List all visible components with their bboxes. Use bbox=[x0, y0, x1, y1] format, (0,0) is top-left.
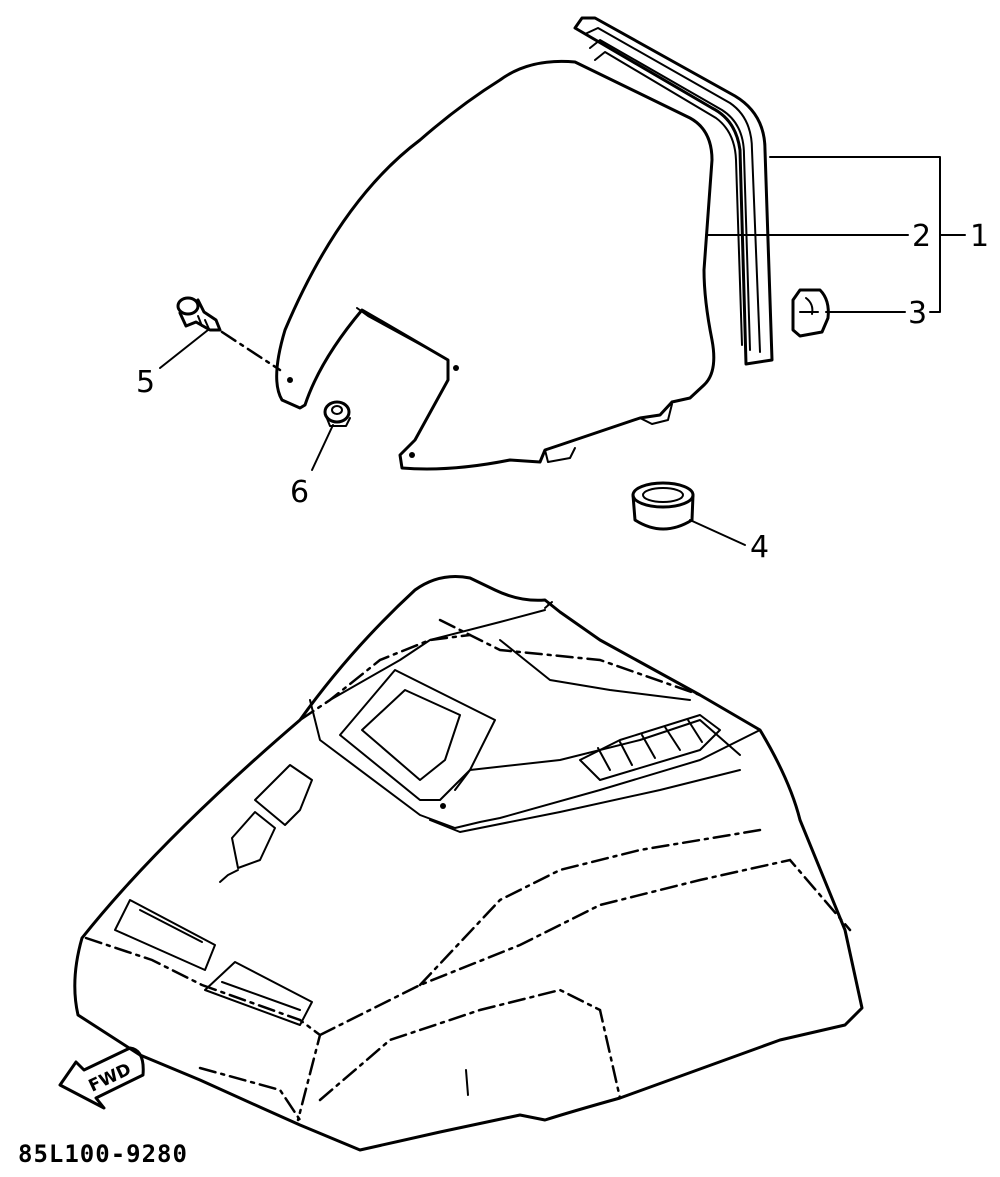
clip-part bbox=[791, 288, 830, 338]
label-part-3: 3 bbox=[908, 296, 927, 331]
label-part-1: 1 bbox=[970, 219, 989, 254]
grommet-part bbox=[631, 481, 695, 531]
nut-part bbox=[323, 400, 351, 427]
damper-seal-part bbox=[573, 16, 774, 366]
top-cowling bbox=[73, 575, 864, 1152]
assembly-line bbox=[220, 330, 282, 372]
label-part-2: 2 bbox=[912, 219, 931, 254]
leader-lines bbox=[159, 156, 966, 546]
drawing-code: 85L100-9280 bbox=[18, 1140, 188, 1168]
forward-arrow-icon: FWD bbox=[58, 1046, 145, 1110]
silencer-cover-part bbox=[275, 59, 716, 471]
label-part-6: 6 bbox=[290, 475, 309, 510]
label-part-5: 5 bbox=[136, 365, 155, 400]
label-part-4: 4 bbox=[750, 530, 769, 565]
bolt-part bbox=[176, 296, 222, 332]
